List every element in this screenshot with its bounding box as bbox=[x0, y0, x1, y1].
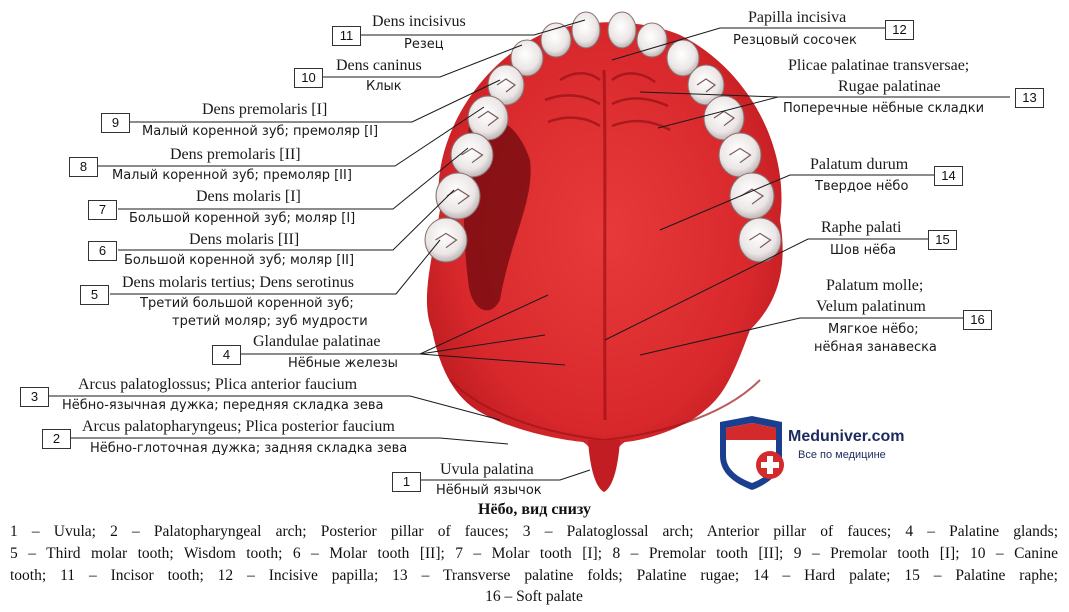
label-latin-3: Arcus palatoglossus; Plica anterior fauc… bbox=[78, 376, 358, 393]
caption-line-4: 16 – Soft palate bbox=[485, 588, 583, 605]
label-russian-10: Клык bbox=[366, 79, 402, 94]
label-num-8: 8 bbox=[69, 157, 98, 177]
tooth-groove bbox=[696, 78, 717, 93]
tooth-groove bbox=[477, 110, 500, 127]
tooth-right-7 bbox=[729, 172, 775, 220]
label-latin-2: Arcus palatopharyngeus; Plica posterior … bbox=[82, 418, 395, 435]
meduniver-logo bbox=[720, 416, 784, 490]
tooth-groove bbox=[740, 188, 765, 205]
leader-lines bbox=[48, 19, 1010, 481]
tooth-left-4 bbox=[487, 64, 525, 106]
label-russian-15: Шов нёба bbox=[830, 243, 897, 258]
label-num-11: 11 bbox=[332, 26, 361, 46]
label-russian-12: Резцовый сосочек bbox=[733, 33, 857, 48]
label-latin-15: Raphe palati bbox=[821, 219, 902, 236]
caption-line-2: 5 – Third molar tooth; Wisdom tooth; 6 –… bbox=[10, 545, 1058, 562]
label-latin-1: Uvula palatina bbox=[440, 461, 534, 478]
label-russian-6: Большой коренной зуб; моляр [II] bbox=[124, 253, 355, 268]
label-russian-14: Твердое нёбо bbox=[815, 179, 909, 194]
figure-title: Нёбо, вид снизу bbox=[478, 501, 591, 518]
uvula-shape bbox=[588, 440, 620, 492]
tooth-right-3 bbox=[666, 39, 700, 77]
label-latin-5: Dens molaris tertius; Dens serotinus bbox=[122, 274, 354, 291]
label-russian-4: Нёбные железы bbox=[288, 356, 398, 371]
caption-line-1: 1 – Uvula; 2 – Palatopharyngeal arch; Po… bbox=[10, 523, 1058, 540]
label-latin-13: Plicae palatinae transversae; bbox=[788, 57, 970, 74]
caption-line-3: tooth; 11 – Incisor tooth; 12 – Incisive… bbox=[10, 567, 1058, 584]
label-russian-9: Малый коренной зуб; премоляр [I] bbox=[142, 124, 379, 139]
label-latin-11: Dens incisivus bbox=[372, 13, 466, 30]
label-latin-13b: Rugae palatinae bbox=[838, 78, 941, 95]
label-latin-10: Dens caninus bbox=[336, 57, 422, 74]
label-num-10: 10 bbox=[294, 68, 323, 88]
label-num-7: 7 bbox=[88, 200, 117, 220]
label-num-5: 5 bbox=[80, 285, 109, 305]
tooth-groove bbox=[461, 147, 484, 164]
tooth-right-1 bbox=[607, 11, 637, 49]
tooth-left-6 bbox=[450, 132, 494, 178]
watermark-tagline: Все по медицине bbox=[798, 449, 886, 461]
tooth-groove bbox=[749, 232, 772, 249]
label-num-14: 14 bbox=[934, 166, 963, 186]
label-num-6: 6 bbox=[88, 241, 117, 261]
tooth-groove bbox=[435, 232, 458, 249]
label-russian-3: Нёбно-язычная дужка; передняя складка зе… bbox=[62, 398, 384, 413]
label-russian-5: Третий большой коренной зуб; bbox=[140, 296, 354, 311]
tooth-left-7 bbox=[435, 172, 481, 220]
tooth-groove bbox=[729, 147, 752, 164]
label-num-13: 13 bbox=[1015, 88, 1044, 108]
tooth-groove bbox=[446, 188, 471, 205]
label-latin-7: Dens molaris [I] bbox=[196, 188, 301, 205]
tooth-left-1 bbox=[571, 11, 601, 49]
tooth-left-2 bbox=[540, 22, 572, 58]
label-latin-4: Glandulae palatinae bbox=[253, 333, 381, 350]
label-russian-1: Нёбный язычок bbox=[436, 483, 542, 498]
label-num-1: 1 bbox=[392, 472, 421, 492]
rugae bbox=[544, 72, 671, 132]
label-latin-12: Papilla incisiva bbox=[748, 9, 847, 26]
label-russian-2: Нёбно-глоточная дужка; задняя складка зе… bbox=[90, 441, 408, 456]
tooth-left-3 bbox=[510, 39, 544, 77]
tooth-right-6 bbox=[718, 132, 762, 178]
label-latin-16: Palatum molle; bbox=[826, 277, 924, 294]
label-latin-14: Palatum durum bbox=[810, 156, 909, 173]
tooth-right-8 bbox=[738, 217, 782, 263]
label-latin-8: Dens premolaris [II] bbox=[170, 146, 301, 163]
label-latin-16b: Velum palatinum bbox=[816, 298, 926, 315]
label-latin-9: Dens premolaris [I] bbox=[202, 101, 328, 118]
label-russian-16b: нёбная занавеска bbox=[814, 340, 937, 355]
label-num-16: 16 bbox=[963, 310, 992, 330]
label-num-4: 4 bbox=[212, 345, 241, 365]
label-num-9: 9 bbox=[101, 113, 130, 133]
label-russian-11: Резец bbox=[404, 37, 444, 52]
watermark-name: Meduniver.com bbox=[788, 428, 905, 445]
label-num-3: 3 bbox=[20, 387, 49, 407]
label-russian-7: Большой коренной зуб; моляр [I] bbox=[129, 211, 356, 226]
tooth-left-8 bbox=[424, 217, 468, 263]
tooth-right-2 bbox=[636, 22, 668, 58]
raphe-line bbox=[602, 69, 607, 421]
label-russian-13: Поперечные нёбные складки bbox=[783, 101, 985, 116]
label-russian-16: Мягкое нёбо; bbox=[828, 322, 919, 337]
label-num-2: 2 bbox=[42, 429, 71, 449]
teeth bbox=[424, 11, 782, 263]
label-latin-6: Dens molaris [II] bbox=[189, 231, 300, 248]
tooth-groove bbox=[496, 78, 517, 93]
label-russian-5b: третий моляр; зуб мудрости bbox=[172, 314, 368, 329]
label-russian-8: Малый коренной зуб; премоляр [II] bbox=[112, 168, 352, 183]
label-num-15: 15 bbox=[928, 230, 957, 250]
label-num-12: 12 bbox=[885, 20, 914, 40]
tooth-groove bbox=[713, 110, 736, 127]
